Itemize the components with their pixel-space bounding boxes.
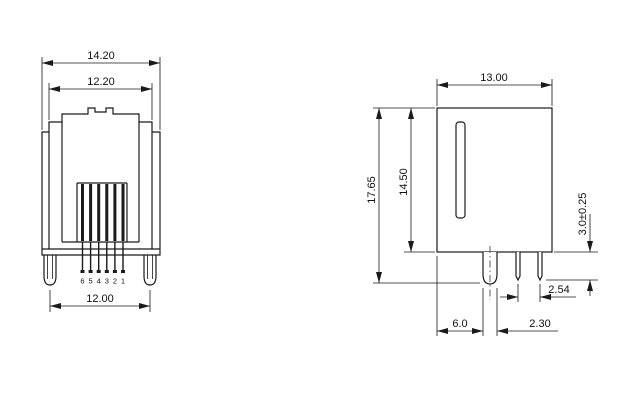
dim-side-pin-pitch: 2.54	[500, 284, 576, 302]
side-view-outline	[436, 107, 553, 300]
dim-front-top-width-label: 14.20	[87, 50, 115, 62]
dim-side-body-height: 14.50	[398, 108, 435, 253]
pin-number-2: 2	[113, 277, 117, 286]
front-view: 6 5 4 3 2 1 14.20 12.20	[41, 50, 161, 312]
side-view: 13.00 17.65 14.50 3.0±0.25 2.54	[366, 72, 598, 336]
pin-number-4: 4	[97, 277, 101, 286]
dim-side-pin-length-label: 3.0±0.25	[577, 193, 589, 236]
pin-number-5: 5	[89, 277, 93, 286]
dim-side-total-height-label: 17.65	[366, 176, 378, 204]
dim-side-peg-width-label: 2.30	[529, 318, 550, 330]
dim-front-inner-width: 12.20	[48, 76, 153, 120]
dim-side-peg-offset-label: 6.0	[452, 318, 467, 330]
front-view-legs	[43, 255, 157, 286]
dim-side-width: 13.00	[436, 72, 553, 106]
front-view-contacts	[80, 184, 125, 273]
pin-number-1: 1	[121, 277, 125, 286]
dim-front-bottom-width-label: 12.00	[86, 293, 114, 305]
dim-side-body-height-label: 14.50	[398, 168, 410, 196]
dim-side-width-label: 13.00	[480, 72, 508, 84]
dim-front-inner-width-label: 12.20	[87, 76, 115, 88]
dim-side-pin-length: 3.0±0.25	[546, 193, 598, 296]
dim-side-total-height: 17.65	[366, 107, 480, 284]
pin-number-3: 3	[105, 277, 109, 286]
front-view-pin-numbers: 6 5 4 3 2 1	[80, 277, 125, 286]
dim-front-bottom-width: 12.00	[49, 290, 151, 312]
dim-side-peg-offset: 6.0	[436, 256, 498, 336]
dim-side-peg-width: 2.30	[497, 318, 558, 334]
dim-side-pin-pitch-label: 2.54	[548, 284, 569, 296]
dim-front-top-width: 14.20	[41, 50, 161, 130]
front-view-outline	[41, 107, 161, 256]
pin-number-6: 6	[80, 277, 84, 286]
